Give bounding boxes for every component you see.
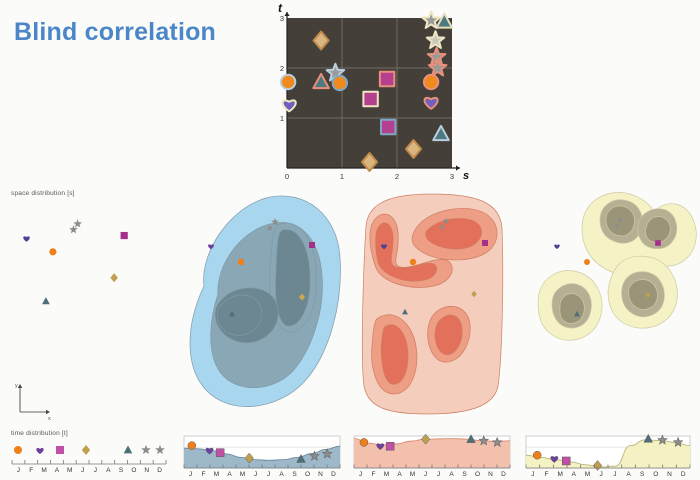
svg-text:1: 1	[280, 114, 284, 123]
svg-text:A: A	[227, 471, 232, 478]
svg-text:D: D	[331, 471, 336, 478]
svg-text:S: S	[292, 471, 297, 478]
svg-text:1: 1	[340, 172, 344, 181]
svg-text:2: 2	[395, 172, 399, 181]
svg-text:J: J	[94, 467, 97, 474]
svg-text:2: 2	[280, 64, 284, 73]
svg-text:J: J	[81, 467, 84, 474]
svg-text:A: A	[397, 471, 402, 478]
svg-text:M: M	[67, 467, 72, 474]
svg-text:3: 3	[280, 14, 284, 23]
svg-text:O: O	[131, 467, 136, 474]
svg-text:S: S	[462, 471, 467, 478]
axis-key-icon: yx	[15, 383, 51, 422]
svg-text:M: M	[41, 467, 46, 474]
svg-text:D: D	[157, 467, 162, 474]
svg-text:M: M	[214, 471, 219, 478]
svg-text:A: A	[626, 471, 631, 478]
yellow-blob-panel	[520, 190, 698, 415]
svg-text:0: 0	[285, 172, 289, 181]
svg-text:D: D	[681, 471, 686, 478]
svg-text:F: F	[545, 471, 549, 478]
svg-text:M: M	[557, 471, 562, 478]
svg-text:N: N	[144, 467, 149, 474]
svg-text:O: O	[305, 471, 310, 478]
svg-text:3: 3	[450, 172, 454, 181]
blue-density-map	[189, 195, 341, 407]
svg-text:J: J	[267, 471, 270, 478]
svg-text:J: J	[359, 471, 362, 478]
svg-text:F: F	[372, 471, 376, 478]
time-distribution-label: time distribution [t]	[11, 430, 68, 437]
svg-text:S: S	[119, 467, 124, 474]
svg-text:J: J	[613, 471, 616, 478]
svg-text:F: F	[29, 467, 33, 474]
svg-text:J: J	[189, 471, 192, 478]
svg-text:s: s	[463, 170, 469, 182]
svg-text:S: S	[640, 471, 645, 478]
svg-text:A: A	[279, 471, 284, 478]
yellow-density-map	[537, 192, 697, 341]
space-markers	[23, 219, 128, 305]
svg-text:A: A	[106, 467, 111, 474]
svg-text:N: N	[318, 471, 323, 478]
space-marker-scatter	[18, 205, 173, 335]
svg-text:J: J	[531, 471, 534, 478]
svg-text:M: M	[585, 471, 590, 478]
svg-text:J: J	[424, 471, 427, 478]
svg-text:F: F	[202, 471, 206, 478]
svg-text:D: D	[501, 471, 506, 478]
space-distribution-label: space distribution [s]	[11, 190, 75, 197]
svg-text:A: A	[55, 467, 60, 474]
blue-blob-panel	[180, 190, 348, 415]
svg-text:x: x	[48, 416, 51, 422]
svg-text:J: J	[254, 471, 257, 478]
svg-text:M: M	[240, 471, 245, 478]
svg-text:N: N	[488, 471, 493, 478]
svg-text:t: t	[278, 1, 283, 15]
svg-text:J: J	[17, 467, 20, 474]
svg-text:O: O	[475, 471, 480, 478]
red-blob-panel	[348, 190, 516, 415]
svg-text:A: A	[449, 471, 454, 478]
red-density-map	[361, 193, 504, 415]
svg-text:N: N	[667, 471, 672, 478]
svg-text:J: J	[437, 471, 440, 478]
svg-text:O: O	[653, 471, 658, 478]
svg-text:M: M	[410, 471, 415, 478]
page-title: Blind correlation	[14, 18, 217, 46]
svg-text:J: J	[600, 471, 603, 478]
svg-text:A: A	[572, 471, 577, 478]
svg-text:y: y	[15, 383, 18, 389]
svg-text:M: M	[384, 471, 389, 478]
